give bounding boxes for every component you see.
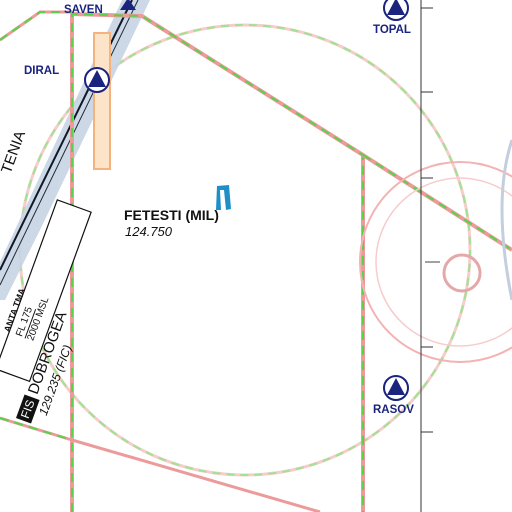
airway-band: [0, 0, 150, 300]
tma-box: [0, 199, 92, 383]
airspace-name: FETESTI (MIL): [124, 207, 219, 223]
airport-ring-small: [442, 253, 482, 293]
airspace-frequency: 124.750: [125, 224, 172, 239]
airport-ring-large: [359, 161, 512, 363]
reporting-point-marker: [216, 185, 231, 210]
right-boundary: [361, 153, 512, 252]
waypoint-label-saven: SAVEN: [64, 4, 103, 16]
waypoint-saven-icon: [120, 0, 136, 10]
airport-ring-inner: [375, 177, 512, 347]
border-top-left: [0, 10, 72, 42]
waypoint-label-diral: DIRAL: [24, 65, 60, 77]
airway-edge: [0, 0, 139, 286]
bottom-boundary-left-dashed: [0, 417, 73, 441]
obstacle-box: [93, 32, 111, 170]
waypoint-diral-icon: [84, 67, 110, 93]
border-top-left-dashed: [0, 11, 72, 41]
fetesti-boundary: [70, 11, 365, 512]
bottom-boundary: [71, 438, 321, 512]
waypoint-rasov-icon: [383, 375, 409, 401]
waypoint-topal-icon: [383, 0, 409, 21]
waypoint-label-topal: TOPAL: [373, 24, 411, 36]
waypoint-label-rasov: RASOV: [373, 404, 414, 416]
fetesti-boundary-dashed: [71, 12, 364, 512]
airway-arc: [500, 139, 512, 301]
